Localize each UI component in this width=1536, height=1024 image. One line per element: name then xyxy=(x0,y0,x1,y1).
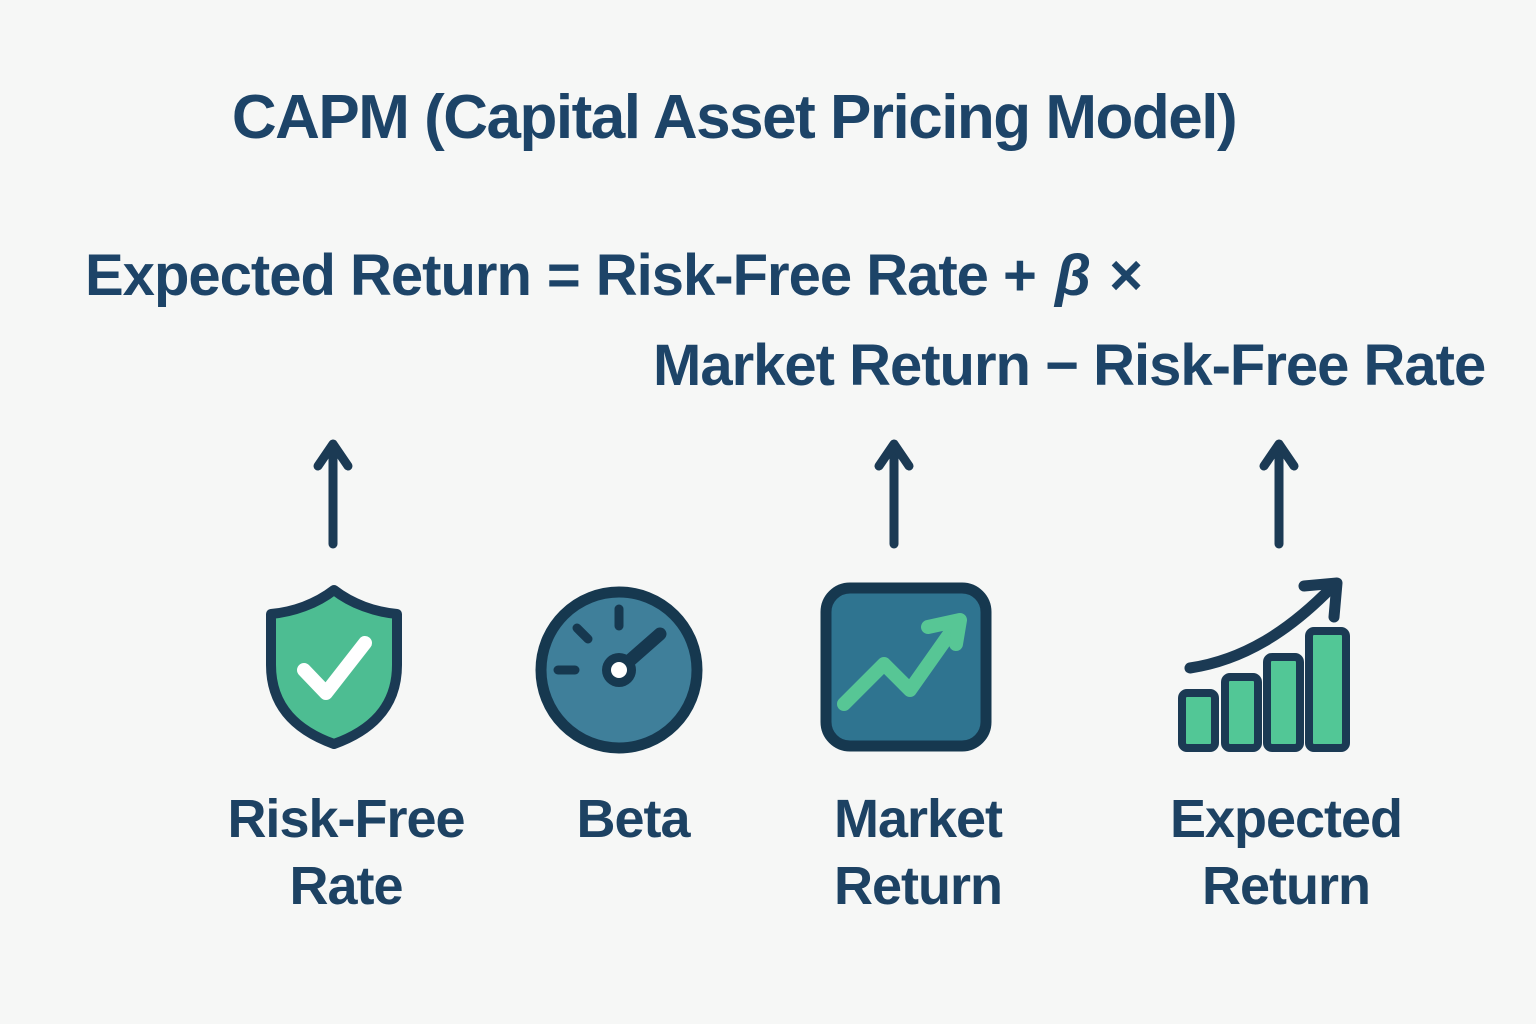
label-line: Market xyxy=(833,789,1003,849)
beta-symbol: β xyxy=(1055,243,1091,308)
label-beta: Beta xyxy=(576,786,690,853)
label-line: Beta xyxy=(576,789,690,849)
up-arrow-market-return xyxy=(874,439,914,549)
label-line: Return xyxy=(1201,856,1371,916)
label-expected-return: Expected Return xyxy=(1169,786,1403,920)
label-line: Expected xyxy=(1169,789,1403,849)
trend-chart-icon xyxy=(820,582,992,752)
formula-line-1: Expected Return=Risk-Free Rate + β × xyxy=(85,242,1143,309)
label-risk-free-rate: Risk-Free Rate xyxy=(227,786,465,920)
multiply-sign: × xyxy=(1109,243,1143,308)
formula-line-2: Market Return − Risk-Free Rate xyxy=(653,333,1486,398)
label-line: Return xyxy=(833,856,1003,916)
label-market-return: Market Return xyxy=(833,786,1003,920)
page-title: CAPM (Capital Asset Pricing Model) xyxy=(231,83,1238,152)
shield-check-icon xyxy=(266,585,402,749)
up-arrow-expected-return xyxy=(1259,439,1299,549)
label-line: Risk-Free xyxy=(227,789,465,849)
label-line: Rate xyxy=(289,856,403,916)
up-arrow-risk-free xyxy=(313,439,353,549)
formula-lhs: Expected Return xyxy=(85,243,532,308)
equals-sign: = xyxy=(546,243,581,308)
bar-growth-icon xyxy=(1178,577,1350,752)
formula-rhs: Risk-Free Rate + xyxy=(595,243,1037,308)
gauge-icon xyxy=(535,586,703,754)
